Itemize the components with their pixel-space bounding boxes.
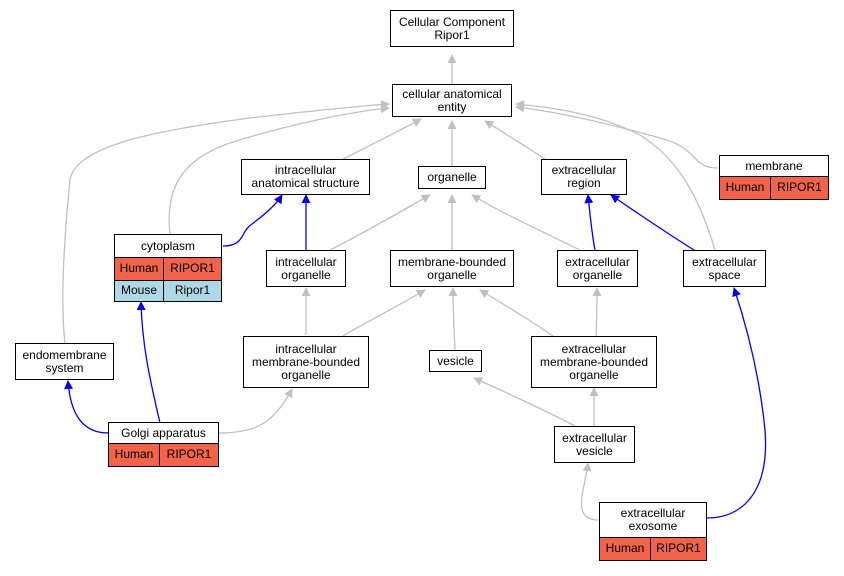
node-extracellular-exosome[interactable]: extracellular exosome [599,502,707,538]
edge-membrane-to-cae [515,103,719,169]
node-membrane-bounded-organelle[interactable]: membrane-bounded organelle [390,250,514,287]
annotation-gene-ripor1-mouse: Ripor1 [164,281,222,302]
node-cellular-anatomical-entity[interactable]: cellular anatomical entity [392,84,512,117]
node-membrane[interactable]: membrane [719,155,829,177]
node-intracellular-membrane-bounded-organelle[interactable]: intracellular membrane-bounded organelle [243,336,369,388]
cytoplasm-annotation-human-row: Human RIPOR1 [114,258,222,281]
annotation-gene-ripor1: RIPOR1 [164,258,222,281]
membrane-annotation-row: Human RIPOR1 [719,177,829,200]
node-extracellular-organelle[interactable]: extracellular organelle [557,250,638,287]
annotation-gene-ripor1: RIPOR1 [651,538,707,561]
edge-vesicle-to-mbo [448,287,458,351]
edge-imbo-to-mbo [342,289,426,337]
node-extracellular-membrane-bounded-organelle[interactable]: extracellular membrane-bounded organelle [531,336,657,388]
edge-golgi-to-endomembrane [64,380,109,434]
edge-ec-organelle-to-organelle [471,194,581,251]
node-extracellular-space[interactable]: extracellular space [683,250,766,287]
edge-ias-to-cae [342,118,422,160]
annotation-species-mouse: Mouse [114,281,164,302]
node-golgi-apparatus[interactable]: Golgi apparatus [108,422,219,444]
edge-ecregion-to-cae [484,120,546,160]
annotation-gene-ripor1: RIPOR1 [771,177,829,200]
node-extracellular-vesicle[interactable]: extracellular vesicle [554,426,635,463]
edge-cytoplasm-to-cae [168,104,390,236]
node-endomembrane-system[interactable]: endomembrane system [15,343,114,380]
annotation-species-human: Human [114,258,164,281]
node-cytoplasm[interactable]: cytoplasm [114,234,222,258]
cytoplasm-annotation-mouse-row: Mouse Ripor1 [114,281,222,302]
node-vesicle[interactable]: vesicle [429,350,482,372]
exosome-annotation-row: Human RIPOR1 [599,538,707,561]
edge-exosome-to-ecvesicle [580,462,600,521]
node-intracellular-organelle[interactable]: intracellular organelle [266,250,346,287]
edge-ecvesicle-to-vesicle [473,377,576,427]
edge-golgi-to-imbo [218,388,293,434]
edge-extracellular-space-to-ecregion [610,194,698,253]
annotation-species-human: Human [599,538,651,561]
annotation-species-human: Human [719,177,771,200]
edge-ec-organelle-to-ecregion [584,194,596,251]
node-intracellular-anatomical-structure[interactable]: intracellular anatomical structure [241,159,370,195]
edge-exosome-to-extracellular-space [706,287,767,519]
node-organelle[interactable]: organelle [418,166,486,189]
edge-cytoplasm-to-ias [222,194,283,247]
golgi-annotation-row: Human RIPOR1 [108,444,219,467]
edge-ecmbo-to-mbo [479,289,554,337]
edge-endomembrane-to-cae [62,100,390,344]
edge-golgi-to-cytoplasm [136,301,161,424]
node-cellular-component-root[interactable]: Cellular Component Ripor1 [390,10,514,47]
annotation-species-human: Human [108,444,160,467]
node-extracellular-region[interactable]: extracellular region [541,159,627,195]
annotation-gene-ripor1: RIPOR1 [160,444,219,467]
edge-ecmbo-to-ec-organelle [592,287,602,337]
edge-extracellular-space-to-cae [515,100,716,251]
edge-intracellular-organelle-to-organelle [329,194,431,251]
